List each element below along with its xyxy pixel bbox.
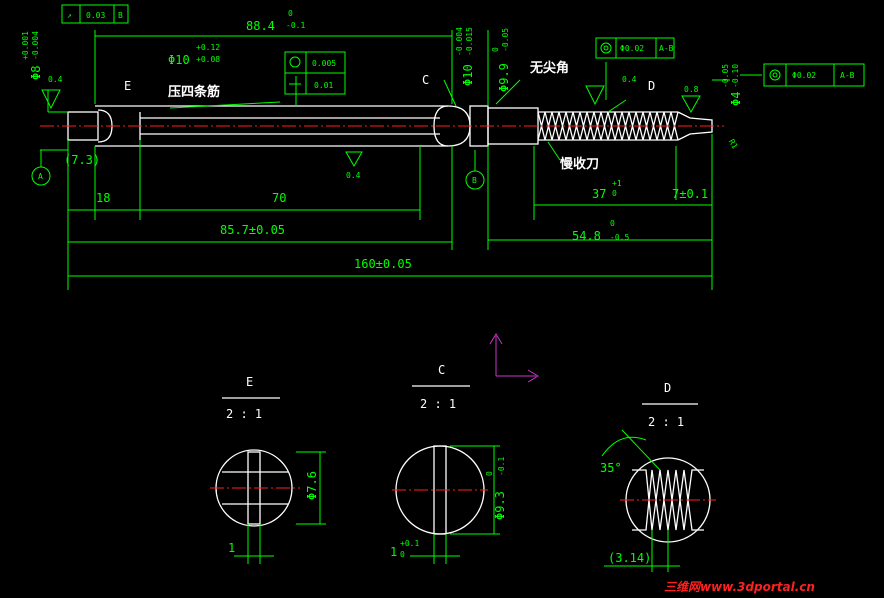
body-roughness: 0.4 xyxy=(346,171,361,180)
detail-e-scale: 2 : 1 xyxy=(226,407,262,421)
r1: R1 xyxy=(727,138,740,151)
runout-ref: B xyxy=(118,11,123,20)
mid-dia-tol-upper: -0.004 xyxy=(455,27,464,56)
dim-54-8: 54.8 xyxy=(572,229,601,243)
datum-a: A xyxy=(38,172,43,181)
detail-c-dia-tol-lower: -0.1 xyxy=(497,457,506,476)
body-dia-tol-upper: +0.12 xyxy=(196,43,220,52)
runout-symbol: ↗ xyxy=(67,11,72,20)
mid-dia-tol-lower: -0.015 xyxy=(465,27,474,56)
dim-54-8-tol-upper: 0 xyxy=(610,219,615,228)
detail-e-width: 1 xyxy=(228,541,235,555)
mid-dia: Φ10 xyxy=(461,64,475,86)
runout-value: 0.03 xyxy=(86,11,105,20)
detail-d-pitch: (3.14) xyxy=(608,551,651,565)
conc1-ref: A-B xyxy=(659,44,674,53)
neck-dia-tol-lower: -0.05 xyxy=(501,28,510,52)
detail-view-c: C 2 : 1 Φ9.3 0 -0.1 1 +0.1 0 xyxy=(390,363,507,564)
detail-e-label: E xyxy=(246,375,253,389)
detail-c-width: 1 xyxy=(390,545,397,559)
straight-value: 0.01 xyxy=(314,81,333,90)
label-e: E xyxy=(124,79,131,93)
detail-c-scale: 2 : 1 xyxy=(420,397,456,411)
note-no-sharp: 无尖角 xyxy=(529,60,569,76)
detail-view-d: D 2 : 1 35° (3.14) xyxy=(600,381,716,572)
cyl-value: 0.005 xyxy=(312,59,336,68)
dim-54-8-tol-lower: -0.5 xyxy=(610,233,629,242)
left-roughness: 0.4 xyxy=(48,75,63,84)
note-back-tool: 慢收刀 xyxy=(560,156,599,172)
conc2-value: Φ0.02 xyxy=(792,71,816,80)
dim-37: 37 xyxy=(592,187,606,201)
detail-d-label: D xyxy=(664,381,671,395)
datum-b: B xyxy=(472,176,477,185)
left-dia: Φ8 xyxy=(29,66,43,80)
dim-88-4: 88.4 xyxy=(246,19,275,33)
dim-7: 7±0.1 xyxy=(672,187,708,201)
neck-dia: Φ9.9 xyxy=(497,63,511,92)
detail-d-angle: 35° xyxy=(600,461,622,475)
shaft-outline xyxy=(40,105,724,147)
detail-c-width-tol-lower: 0 xyxy=(400,550,405,559)
right-roughness: 0.8 xyxy=(684,85,699,94)
gdt-frames xyxy=(31,4,865,190)
neck-dia-tol-upper: 0 xyxy=(491,47,500,52)
body-dia-tol-lower: +0.08 xyxy=(196,55,220,64)
detail-e-dia: Φ7.6 xyxy=(305,471,319,500)
detail-c-width-tol-upper: +0.1 xyxy=(400,539,419,548)
label-d: D xyxy=(648,79,655,93)
left-dia-tol-upper: +0.001 xyxy=(21,31,30,60)
conc2-ref: A-B xyxy=(840,71,855,80)
detail-d-scale: 2 : 1 xyxy=(648,415,684,429)
dim-88-4-tol-upper: 0 xyxy=(288,9,293,18)
main-view-text: ↗ 0.03 B 88.4 0 -0.1 Φ8 +0.001 -0.004 0.… xyxy=(21,9,855,271)
watermark: 三维网www.3dportal.cn xyxy=(664,580,815,594)
dim-160: 160±0.05 xyxy=(354,257,412,271)
body-dia: Φ10 xyxy=(168,53,190,67)
ucs-axis-icon xyxy=(489,333,539,383)
dimension-lines xyxy=(40,30,762,290)
detail-c-label: C xyxy=(438,363,445,377)
detail-c-dia: Φ9.3 xyxy=(493,491,507,520)
dim-37-tol0: 0 xyxy=(612,189,617,198)
right-dia: Φ4 xyxy=(729,92,743,106)
detail-view-e: E 2 : 1 Φ7.6 1 xyxy=(210,375,326,564)
dim-7-3: (7.3) xyxy=(64,153,100,167)
right-dia-tol-lower: -0.10 xyxy=(731,64,740,88)
note-press-grooves: 压四条筋 xyxy=(168,84,220,100)
detail-c-dia-tol-upper: 0 xyxy=(485,471,494,476)
dim-18: 18 xyxy=(96,191,110,205)
dim-70: 70 xyxy=(272,191,286,205)
dim-88-4-tol-lower: -0.1 xyxy=(286,21,305,30)
thread-roughness: 0.4 xyxy=(622,75,637,84)
left-dia-tol-lower: -0.004 xyxy=(31,31,40,60)
right-dia-tol-upper: -0.05 xyxy=(721,64,730,88)
dim-85-7: 85.7±0.05 xyxy=(220,223,285,237)
label-c: C xyxy=(422,73,429,87)
dim-37-tol: +1 xyxy=(612,179,622,188)
conc1-value: Φ0.02 xyxy=(620,44,644,53)
